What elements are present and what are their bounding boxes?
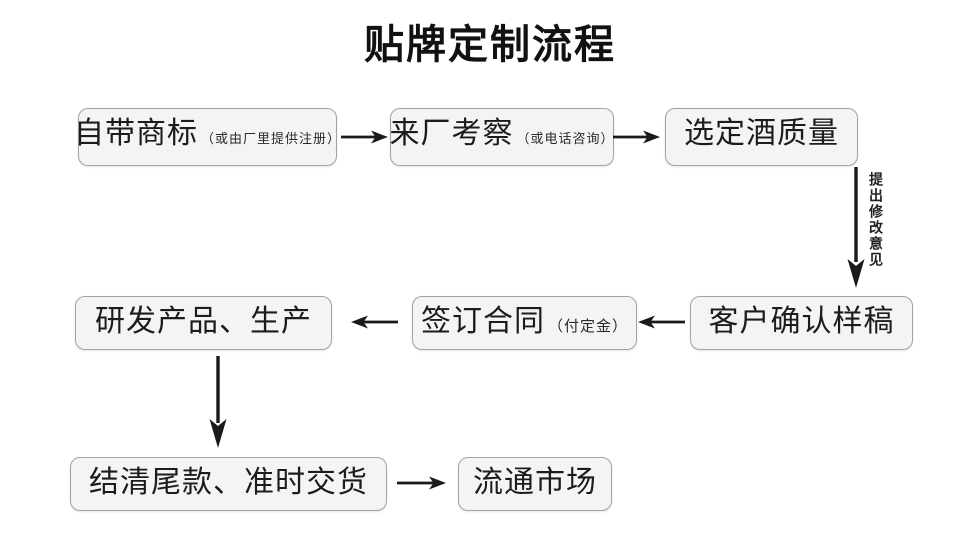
node-note: （付定金） bbox=[547, 317, 628, 335]
node-sign-contract: 签订合同 （付定金） bbox=[412, 296, 637, 350]
node-label: 来厂考察 bbox=[389, 116, 514, 151]
node-factory-visit: 来厂考察 （或电话咨询） bbox=[390, 108, 614, 166]
arrow-right-icon bbox=[397, 476, 446, 490]
arrow-down-icon bbox=[847, 167, 865, 288]
node-label: 选定酒质量 bbox=[684, 116, 839, 151]
node-customer-confirm: 客户确认样稿 bbox=[690, 296, 913, 350]
node-label: 签订合同 bbox=[420, 304, 545, 339]
node-market: 流通市场 bbox=[458, 457, 612, 511]
node-label: 自带商标 bbox=[74, 116, 198, 151]
node-select-quality: 选定酒质量 bbox=[665, 108, 858, 166]
arrow-right-icon bbox=[341, 130, 388, 144]
arrow-left-icon bbox=[351, 315, 398, 329]
node-note: （或由厂里提供注册） bbox=[201, 132, 342, 147]
node-note: （或电话咨询） bbox=[516, 132, 615, 147]
node-label: 流通市场 bbox=[473, 465, 597, 500]
arrow-down-icon bbox=[209, 356, 227, 448]
node-label: 客户确认样稿 bbox=[708, 304, 895, 339]
arrow-right-icon bbox=[613, 130, 660, 144]
node-develop-produce: 研发产品、生产 bbox=[75, 296, 332, 350]
node-own-trademark: 自带商标 （或由厂里提供注册） bbox=[74, 108, 340, 166]
node-label: 研发产品、生产 bbox=[95, 304, 312, 339]
node-label: 结清尾款、准时交货 bbox=[89, 465, 368, 500]
feedback-edge-label: 提出修改意见 bbox=[867, 172, 883, 268]
node-settle-deliver: 结清尾款、准时交货 bbox=[70, 457, 387, 511]
arrow-left-icon bbox=[638, 315, 685, 329]
page-title: 贴牌定制流程 bbox=[364, 22, 616, 68]
